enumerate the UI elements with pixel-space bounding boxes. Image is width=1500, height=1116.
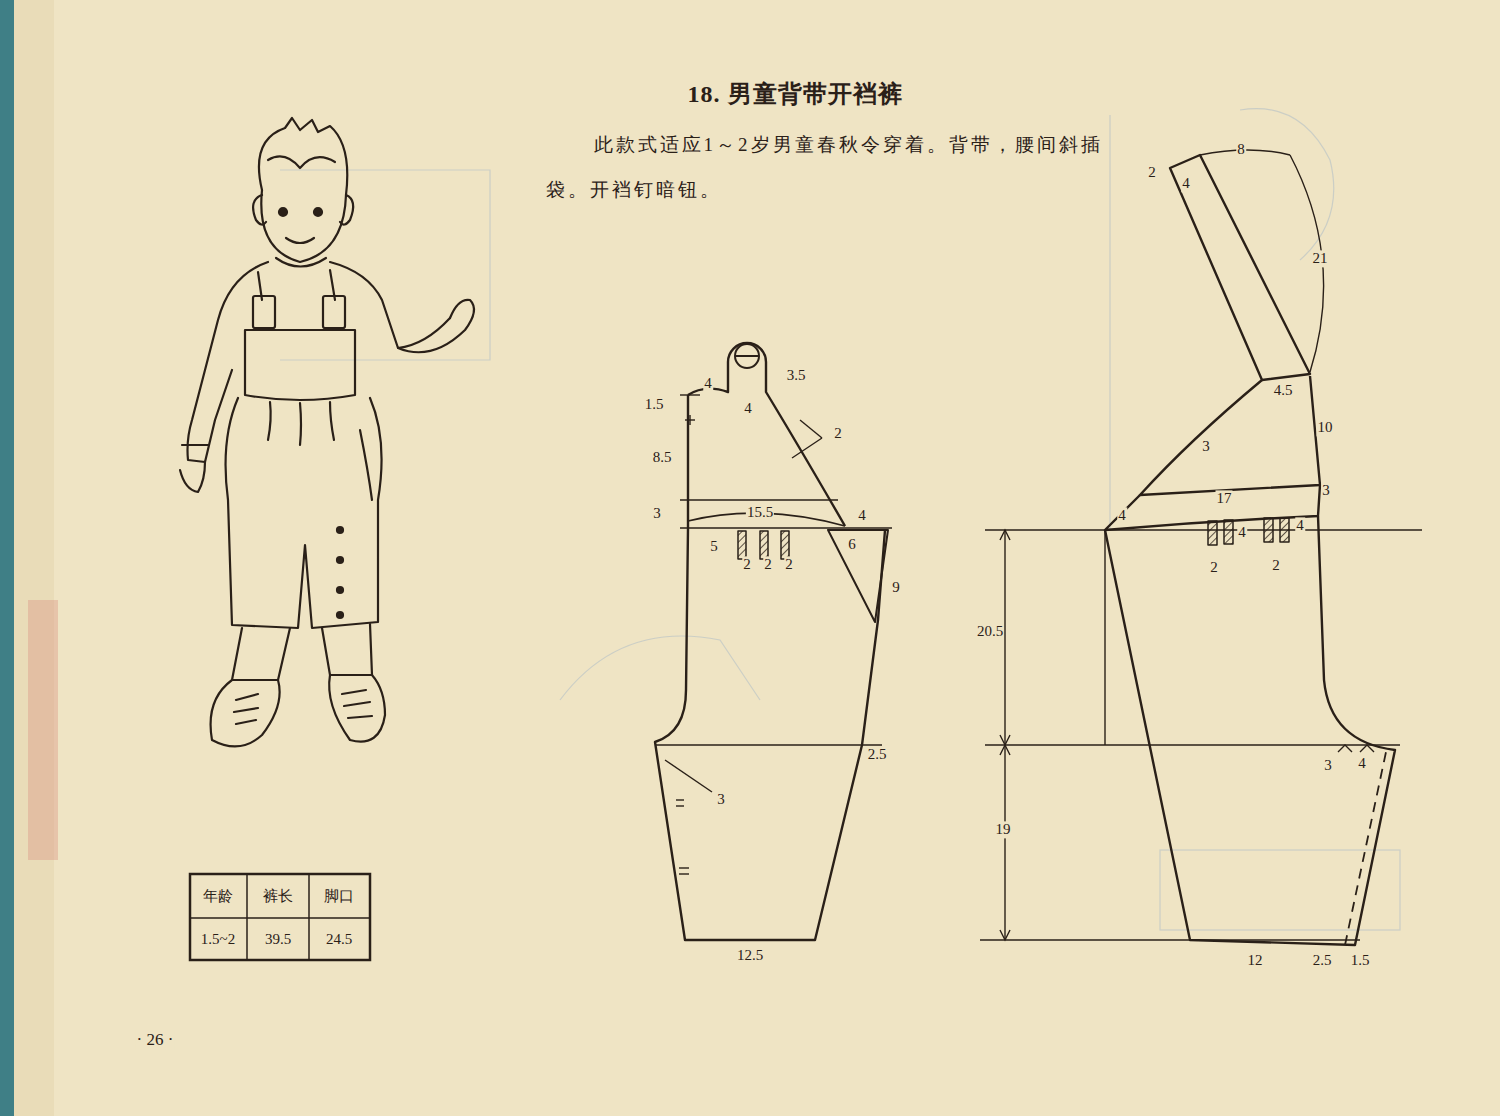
dimension: 1.5 — [1350, 952, 1371, 969]
dimension: 10 — [1317, 419, 1334, 436]
table-cell: 裤长 — [262, 888, 294, 905]
dimension: 4.5 — [1273, 382, 1294, 399]
dimension: 4 — [1357, 755, 1367, 772]
dimension: 2 — [784, 556, 794, 573]
dimension: 8.5 — [652, 449, 673, 466]
dimension: 3 — [1323, 757, 1333, 774]
dimension: 2 — [763, 556, 773, 573]
dimension: 3 — [716, 791, 726, 808]
dimension: 3 — [1201, 438, 1211, 455]
dimension: 20.5 — [976, 623, 1004, 640]
ghost-print — [280, 109, 1400, 930]
table-cell: 脚口 — [323, 888, 355, 905]
dimension: 3.5 — [786, 367, 807, 384]
table-cell: 1.5~2 — [200, 931, 236, 948]
child-figure — [180, 118, 474, 746]
dimension: 4 — [1237, 524, 1247, 541]
dimension: 4 — [1117, 507, 1127, 524]
table-cell: 24.5 — [325, 931, 353, 948]
page-edge — [14, 0, 54, 1116]
dimension: 4 — [1181, 175, 1191, 192]
dimension: 8 — [1236, 141, 1246, 158]
dimension: 4 — [1295, 517, 1305, 534]
description: 此款式适应1～2岁男童春秋令穿着。背带，腰间斜插袋。开裆钉暗钮。 — [545, 122, 1107, 212]
table-cell: 39.5 — [264, 931, 292, 948]
dimension: 3 — [1321, 482, 1331, 499]
dimension: 9 — [891, 579, 901, 596]
title: 18. 男童背带开裆裤 — [687, 81, 904, 109]
size-table — [190, 874, 370, 960]
dimension: 12 — [1247, 952, 1264, 969]
dimension: 4 — [743, 400, 753, 417]
dimension: 2.5 — [867, 746, 888, 763]
stain — [28, 600, 58, 860]
dimension: 1.5 — [644, 396, 665, 413]
table-cell: 年龄 — [202, 888, 234, 905]
dimension: 2 — [1271, 557, 1281, 574]
front-guides — [655, 395, 892, 874]
dimension: 5 — [709, 538, 719, 555]
dimension: 19 — [995, 821, 1012, 838]
book-edge — [0, 0, 14, 1116]
dimension: 17 — [1216, 490, 1233, 507]
dimension: 15.5 — [746, 504, 774, 521]
page-number: · 26 · — [136, 1030, 175, 1050]
back-guides — [980, 150, 1422, 940]
dimension: 6 — [847, 536, 857, 553]
back-pattern — [1105, 155, 1395, 945]
dimension: 3 — [652, 505, 662, 522]
dimension: 2 — [742, 556, 752, 573]
dimension: 2 — [833, 425, 843, 442]
dimension: 4 — [857, 507, 867, 524]
dimension: 2 — [1209, 559, 1219, 576]
dimension: 2.5 — [1312, 952, 1333, 969]
front-pattern — [655, 343, 888, 940]
dimension: 12.5 — [736, 947, 764, 964]
dimension: 2 — [1147, 164, 1157, 181]
dimension: 21 — [1312, 250, 1329, 267]
dimension: 4 — [703, 375, 713, 392]
